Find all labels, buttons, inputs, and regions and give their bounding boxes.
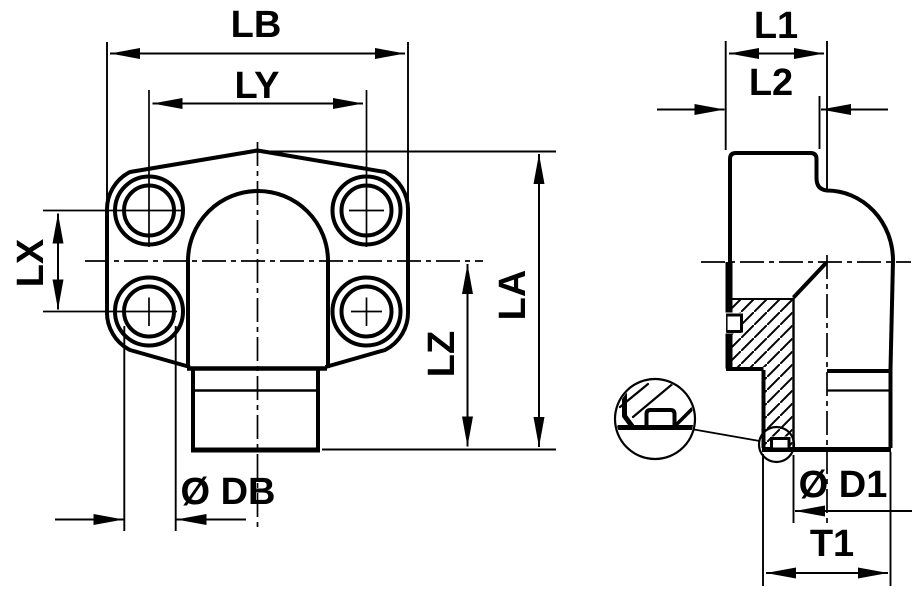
nose-seal-groove: [770, 436, 791, 448]
dimension-labels: LB LY LX LA LZ Ø DB L1 L2 Ø D1 T1: [10, 4, 887, 565]
detail-leader-line: [693, 428, 760, 442]
face-oring-groove: [725, 312, 743, 334]
dim-label-lb: LB: [231, 4, 282, 46]
detail-hatch-line: [618, 382, 650, 409]
front-view: [43, 42, 556, 531]
dim-label-l1: L1: [754, 5, 798, 47]
bolt-holes: [113, 174, 403, 348]
front-stud: [191, 368, 320, 453]
elbow-body-outline: [728, 151, 895, 370]
dim-l1: [724, 41, 828, 189]
bore-chamfer: [792, 261, 828, 299]
detail-hatch-line: [631, 380, 690, 419]
detail-view-content: [616, 380, 694, 430]
bolt-hole-top-right: [330, 174, 403, 247]
bolt-hole-top-left: [113, 174, 185, 247]
dim-label-t1: T1: [810, 523, 854, 565]
elbow-dome: [186, 189, 330, 368]
dim-label-l2: L2: [749, 62, 793, 104]
dim-label-ly: LY: [234, 65, 279, 107]
side-view: [613, 41, 912, 586]
detail-view-circle: [613, 377, 697, 461]
dim-label-la: LA: [492, 270, 534, 321]
dim-label-db: Ø DB: [181, 471, 276, 513]
dim-db: [55, 326, 246, 531]
side-centerlines: [701, 255, 911, 523]
dim-lb: [106, 42, 409, 206]
dim-t1: [762, 452, 892, 586]
bolt-hole-bottom-left: [113, 275, 185, 348]
dim-label-d1: Ø D1: [799, 464, 888, 506]
dim-d1: [792, 455, 912, 523]
front-centerlines: [85, 142, 483, 530]
dim-label-lz: LZ: [421, 331, 463, 377]
dim-la-lz: [262, 150, 556, 451]
section-hatch: [732, 300, 793, 447]
bolt-hole-bottom-right: [330, 275, 403, 348]
dim-l2: [657, 96, 888, 149]
flange-outline: [104, 148, 411, 369]
dim-label-lx: LX: [10, 238, 52, 287]
detail-source-circle: [757, 425, 796, 464]
